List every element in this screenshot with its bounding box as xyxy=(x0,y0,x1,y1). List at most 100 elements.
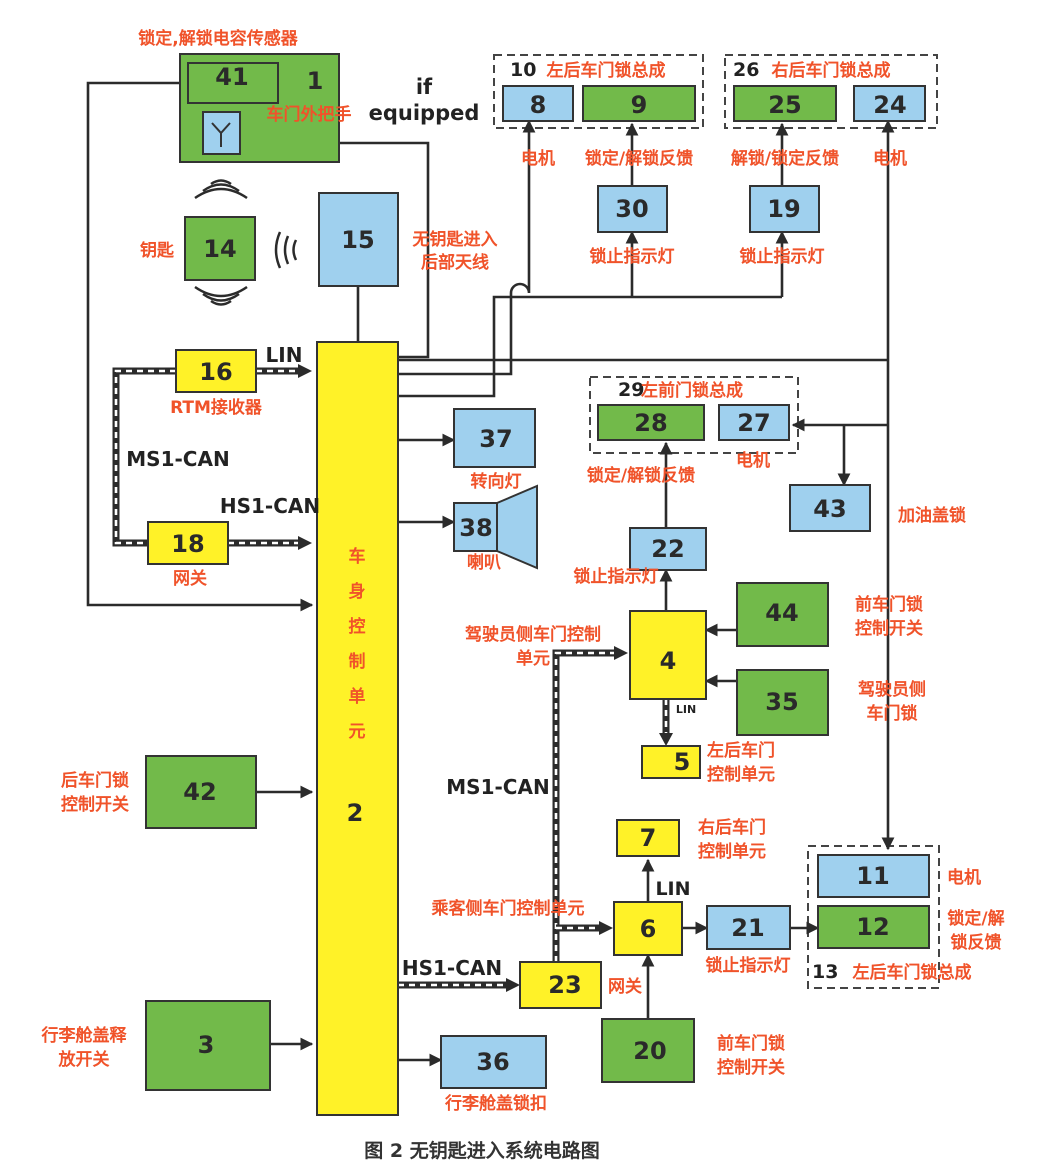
block-11 xyxy=(817,854,930,898)
num-16: 16 xyxy=(199,358,232,386)
num-10: 10 xyxy=(510,59,536,81)
label-passenger-dcu: 乘客侧车门控制单元 xyxy=(431,898,585,919)
label-indicator-19: 锁止指示灯 xyxy=(740,246,825,267)
block-30 xyxy=(597,185,668,233)
label-motor-8: 电机 xyxy=(521,148,555,169)
label-driver-lock-line1: 驾驶员侧 xyxy=(858,679,926,700)
block-21 xyxy=(706,905,791,950)
label-trunk-switch-line2: 放开关 xyxy=(58,1049,110,1070)
label-key: 钥匙 xyxy=(140,240,175,261)
label-rear-switch-line2: 控制开关 xyxy=(61,794,129,815)
label-left-front-lock-assy: 左前门锁总成 xyxy=(641,380,743,401)
label-turn-lamp: 转向灯 xyxy=(471,471,522,492)
num-3: 3 xyxy=(198,1031,215,1059)
block-28 xyxy=(597,404,705,441)
horn-icon xyxy=(496,484,538,570)
block-18-gateway xyxy=(147,521,229,565)
num-29: 29 xyxy=(618,379,644,401)
assembly-frame-26 xyxy=(724,54,938,129)
num-27: 27 xyxy=(737,409,770,437)
block-22 xyxy=(629,527,707,571)
label-door-handle: 车门外把手 xyxy=(267,104,352,125)
label-indicator-21: 锁止指示灯 xyxy=(706,955,791,976)
num-41: 41 xyxy=(215,63,248,91)
label-feedback-28: 锁定/解锁反馈 xyxy=(587,465,695,486)
block-15 xyxy=(318,192,399,287)
ms1-can-label-mid: MS1-CAN xyxy=(446,775,549,799)
num-8: 8 xyxy=(530,91,547,119)
antenna-icon xyxy=(211,122,231,147)
num-20: 20 xyxy=(633,1037,666,1065)
label-front-switch-44-line1: 前车门锁 xyxy=(855,594,923,615)
num-25: 25 xyxy=(768,91,801,119)
label-feedback-12-line2: 锁反馈 xyxy=(951,932,1002,953)
label-driver-dcu-line2: 单元 xyxy=(516,648,550,669)
label-feedback-9: 锁定/解锁反馈 xyxy=(585,148,693,169)
bcm-char-1: 车 xyxy=(349,546,366,567)
block-23-gateway xyxy=(519,961,602,1009)
num-24: 24 xyxy=(873,91,906,119)
num-35: 35 xyxy=(765,688,798,716)
label-rr-dcu-line1: 右后车门 xyxy=(698,817,766,838)
label-gateway-18: 网关 xyxy=(173,568,207,589)
figure-caption: 图 2 无钥匙进入系统电路图 xyxy=(364,1139,599,1162)
label-front-switch-20-line1: 前车门锁 xyxy=(717,1033,785,1054)
block-3 xyxy=(145,1000,271,1091)
label-indicator-30: 锁止指示灯 xyxy=(590,246,675,267)
label-motor-24: 电机 xyxy=(873,148,907,169)
block-6-passenger-dcu xyxy=(613,901,683,956)
label-antenna-line2: 后部天线 xyxy=(421,252,489,273)
bus-lines xyxy=(112,364,673,992)
label-left-rear-lock-assy-13: 左后车门锁总成 xyxy=(853,962,972,983)
block-9 xyxy=(582,85,696,122)
num-1: 1 xyxy=(307,67,324,95)
block-5 xyxy=(641,745,701,779)
block-25 xyxy=(733,85,837,122)
num-36: 36 xyxy=(476,1048,509,1076)
num-7: 7 xyxy=(640,824,657,852)
block-42 xyxy=(145,755,257,829)
num-21: 21 xyxy=(731,914,764,942)
num-44: 44 xyxy=(765,599,798,627)
label-horn: 喇叭 xyxy=(467,552,501,573)
bcm-char-4: 制 xyxy=(349,651,366,672)
label-indicator-22: 锁止指示灯 xyxy=(574,566,659,587)
bcm-char-2: 身 xyxy=(349,581,366,602)
label-driver-dcu-line1: 驾驶员侧车门控制 xyxy=(465,624,601,645)
num-28: 28 xyxy=(634,409,667,437)
num-37: 37 xyxy=(479,425,512,453)
hs1-can-label-bottom: HS1-CAN xyxy=(402,956,502,980)
label-antenna-line1: 无钥匙进入 xyxy=(412,229,498,250)
block-8 xyxy=(502,85,574,122)
num-11: 11 xyxy=(856,862,889,890)
label-left-rear-lock-assy: 左后车门锁总成 xyxy=(547,60,666,81)
block-35 xyxy=(736,669,829,736)
label-motor-27: 电机 xyxy=(736,450,770,471)
assembly-frame-10 xyxy=(493,54,704,129)
hs1-can-label-top: HS1-CAN xyxy=(220,494,320,518)
block-44 xyxy=(736,582,829,647)
block-19 xyxy=(749,185,820,233)
block-4-driver-dcu xyxy=(629,610,707,700)
label-front-switch-20-line2: 控制开关 xyxy=(717,1057,785,1078)
bcm-char-5: 单 xyxy=(349,686,366,707)
label-right-rear-lock-assy: 右后车门锁总成 xyxy=(772,60,891,81)
label-feedback-12-line1: 锁定/解 xyxy=(947,908,1004,929)
num-26: 26 xyxy=(733,59,759,81)
num-18: 18 xyxy=(171,530,204,558)
lin-label-mid: LIN xyxy=(655,878,690,900)
num-43: 43 xyxy=(813,495,846,523)
num-12: 12 xyxy=(856,913,889,941)
assembly-frame-13 xyxy=(807,845,940,989)
block-24 xyxy=(853,85,926,122)
block-2-bcm xyxy=(316,341,399,1116)
num-22: 22 xyxy=(651,535,684,563)
assembly-frame-29 xyxy=(589,376,799,454)
block-7 xyxy=(616,819,680,857)
lin-label-top: LIN xyxy=(266,343,303,367)
label-feedback-25: 解锁/锁定反馈 xyxy=(731,148,839,169)
label-lr-dcu-line1: 左后车门 xyxy=(707,740,775,761)
wires xyxy=(86,81,895,1067)
if-equipped-line2: equipped xyxy=(369,101,480,125)
